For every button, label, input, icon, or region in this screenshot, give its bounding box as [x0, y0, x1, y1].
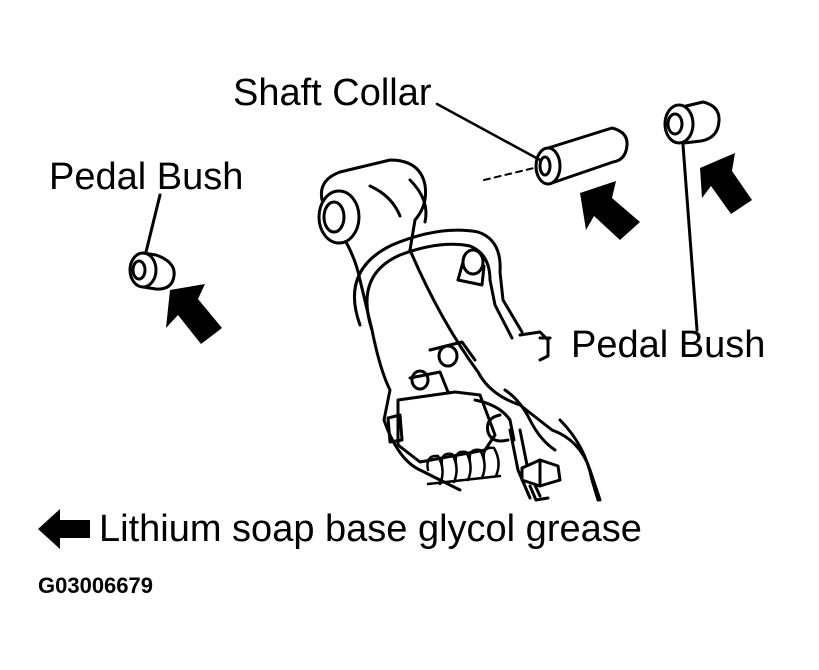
pedal-bush-right-label: Pedal Bush [571, 324, 766, 366]
wire-connector [518, 330, 552, 362]
grease-arrow-left-bush [166, 284, 222, 344]
pedal-bracket [317, 158, 602, 502]
coil-spring [426, 446, 502, 486]
grease-arrow-shaft-collar [580, 181, 640, 240]
figure-code: G03006679 [38, 573, 153, 598]
left-bush-leader-line [144, 193, 162, 254]
grease-arrow-right-bush [700, 153, 752, 214]
pedal-bush-left-label: Pedal Bush [49, 156, 244, 198]
legend-text: Lithium soap base glycol grease [99, 508, 642, 550]
shaft-collar [534, 126, 629, 186]
clevis-clip [486, 413, 542, 500]
shaft-axis-dashed-line [483, 167, 535, 181]
right-pedal-bush [663, 100, 721, 145]
stop-lamp-switch [386, 340, 516, 464]
shaft-collar-leader-line [435, 102, 542, 162]
bracket-bolt [456, 248, 486, 287]
right-bush-leader-line [681, 143, 699, 332]
adjusting-nut [520, 458, 562, 502]
arrow-left-icon [38, 509, 90, 549]
shaft-collar-label: Shaft Collar [233, 72, 432, 114]
left-pedal-bush [128, 251, 176, 291]
return-spring-wire [352, 228, 524, 340]
